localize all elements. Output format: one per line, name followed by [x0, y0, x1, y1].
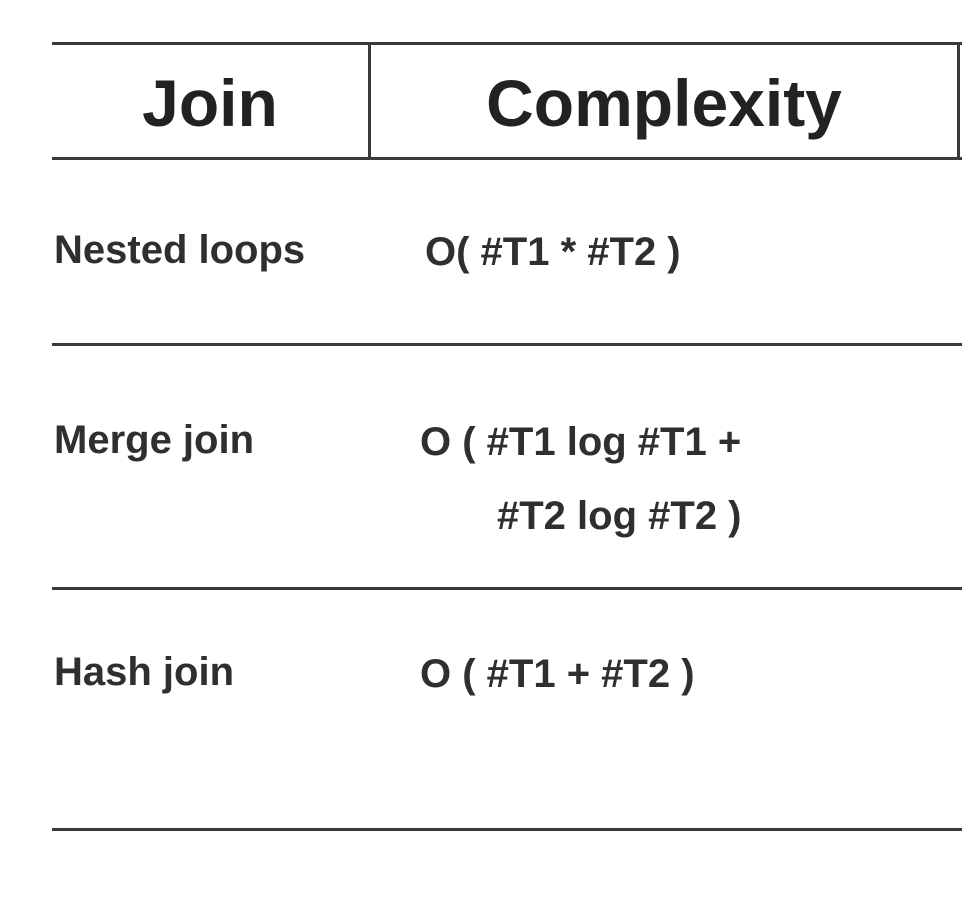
row-divider	[52, 587, 962, 590]
row-complexity-merge-join-line-2: #T2 log #T2 )	[497, 494, 742, 538]
header-complexity: Complexity	[486, 65, 842, 140]
row-label-nested-loops: Nested loops	[54, 228, 306, 272]
row-label-merge-join: Merge join	[54, 418, 255, 462]
header-top-border	[52, 42, 962, 45]
row-divider	[52, 343, 962, 346]
row-complexity-hash-join: O ( #T1 + #T2 )	[420, 652, 695, 696]
row-label-hash-join: Hash join	[54, 650, 235, 694]
header-column-divider	[368, 42, 371, 160]
row-complexity-merge-join-line-1: O ( #T1 log #T1 +	[420, 420, 742, 464]
header-bottom-border	[52, 157, 962, 160]
table-bottom-border	[52, 828, 962, 831]
row-complexity-nested-loops: O( #T1 * #T2 )	[425, 230, 681, 274]
header-join: Join	[142, 65, 278, 140]
header-right-border	[957, 42, 960, 160]
